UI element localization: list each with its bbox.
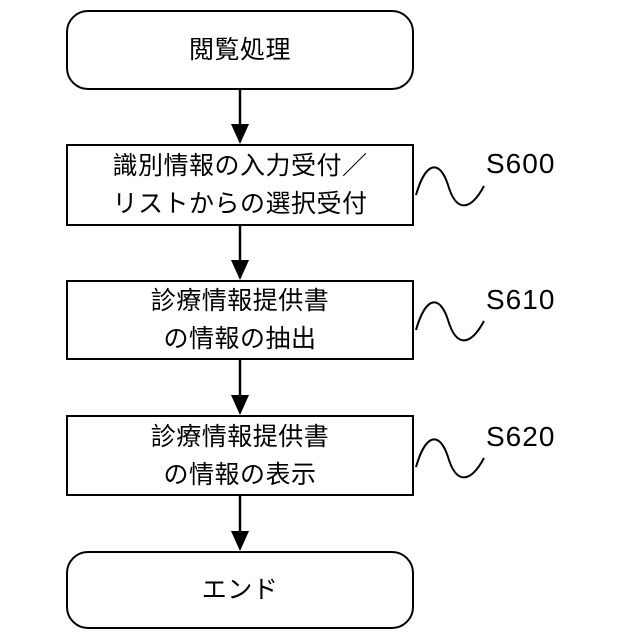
process-box-s610: 診療情報提供書 の情報の抽出 xyxy=(66,280,414,360)
process-box-s620: 診療情報提供書 の情報の表示 xyxy=(66,415,414,496)
arrow-s620-to-end xyxy=(231,495,249,551)
process-text-line: の情報の表示 xyxy=(151,456,330,494)
start-terminal: 閲覧処理 xyxy=(66,10,414,90)
arrow-start-to-s600 xyxy=(231,89,249,144)
leader-line-s620 xyxy=(416,439,484,477)
arrow-s600-to-s610 xyxy=(231,225,249,280)
leader-line-s610 xyxy=(416,302,484,340)
step-label-s620: S620 xyxy=(486,421,555,453)
process-text-line: 診療情報提供書 xyxy=(151,418,330,456)
step-label-s600: S600 xyxy=(486,148,555,180)
arrow-s610-to-s620 xyxy=(231,359,249,415)
start-label: 閲覧処理 xyxy=(189,31,291,69)
end-label: エンド xyxy=(202,571,279,609)
process-text-line: 識別情報の入力受付／ xyxy=(112,147,367,185)
step-label-s610: S610 xyxy=(486,284,555,316)
process-box-s600: 識別情報の入力受付／ リストからの選択受付 xyxy=(66,144,414,226)
process-text-line: 診療情報提供書 xyxy=(151,282,330,320)
end-terminal: エンド xyxy=(66,551,414,629)
process-text-line: の情報の抽出 xyxy=(151,320,330,358)
leader-line-s600 xyxy=(416,167,484,205)
process-text-line: リストからの選択受付 xyxy=(112,185,367,223)
